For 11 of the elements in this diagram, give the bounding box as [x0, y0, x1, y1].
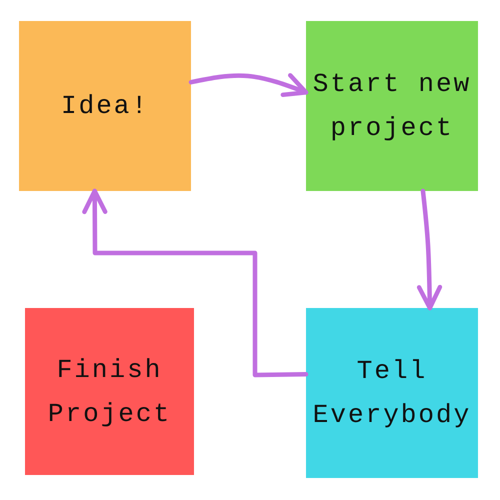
node-text: Start new project: [312, 68, 472, 145]
process-box: [306, 308, 478, 478]
node-text: Tell Everybody: [312, 355, 472, 432]
process-box: [25, 308, 194, 475]
arrow: [82, 188, 308, 378]
node-text: Finish Project: [46, 354, 172, 430]
node-text: Idea!: [60, 90, 149, 123]
process-box: [19, 21, 191, 191]
process-box: [306, 21, 478, 191]
arrow: [416, 188, 442, 310]
arrow: [188, 73, 308, 97]
